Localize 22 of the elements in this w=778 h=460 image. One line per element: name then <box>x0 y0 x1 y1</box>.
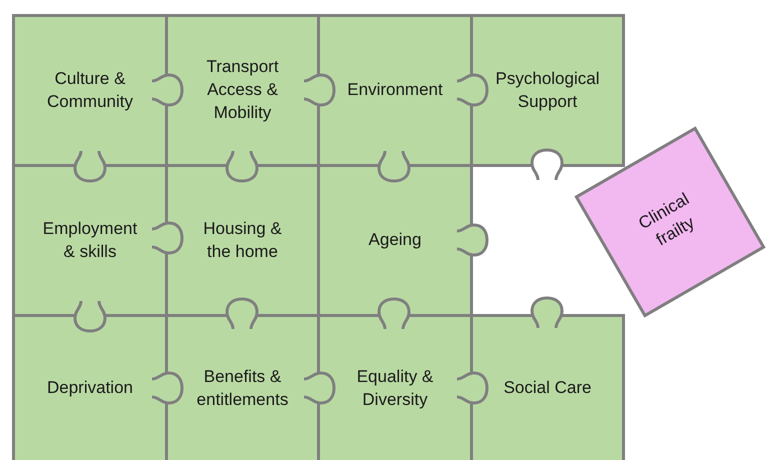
piece-label: Employment & skills <box>42 218 138 262</box>
puzzle-piece <box>317 14 473 167</box>
piece-label: Transport Access & Mobility <box>205 56 280 124</box>
puzzle-piece <box>165 14 320 167</box>
puzzle-piece <box>470 14 625 167</box>
piece-label: Environment <box>347 79 443 102</box>
puzzle-piece <box>165 164 320 317</box>
puzzle-piece <box>12 164 168 317</box>
piece-label: Psychological Support <box>496 68 600 112</box>
piece-label: Ageing <box>368 229 422 252</box>
piece-label: Deprivation <box>47 377 133 400</box>
piece-label: Benefits & entitlements <box>196 366 290 410</box>
puzzle-piece <box>165 314 320 460</box>
puzzle-piece <box>317 314 473 460</box>
puzzle-piece <box>12 314 168 460</box>
piece-label: Culture & Community <box>46 68 134 112</box>
piece-label: Equality & Diversity <box>356 366 434 410</box>
piece-label: Housing & the home <box>202 218 283 262</box>
piece-label: Social Care <box>504 377 592 400</box>
puzzle-piece <box>12 14 168 167</box>
puzzle-piece <box>317 164 473 317</box>
puzzle-piece <box>470 314 625 460</box>
